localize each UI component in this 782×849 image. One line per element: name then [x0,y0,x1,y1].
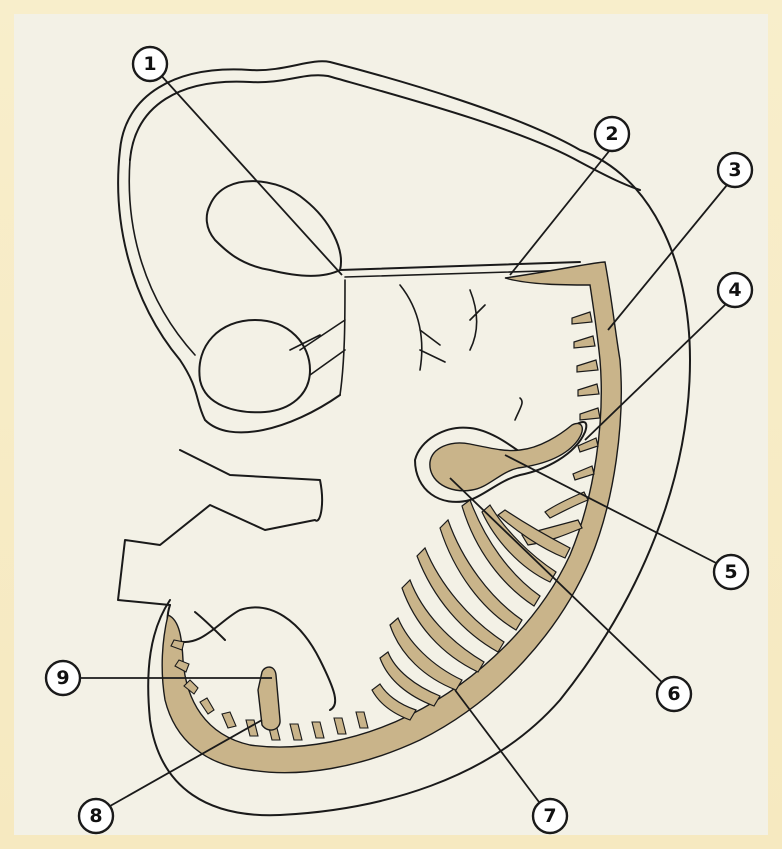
leader-2 [510,150,610,275]
leader-1 [158,72,342,275]
marker-1: 1 [133,47,167,81]
marker-7-label: 7 [543,805,556,827]
face-outline [118,150,340,432]
marker-9-label: 9 [56,667,69,689]
marker-8-label: 8 [89,805,102,827]
neural-tube-line [340,262,580,270]
marker-5: 5 [714,555,748,589]
somites-upper [572,312,600,480]
marker-5-label: 5 [724,561,737,583]
marker-2: 2 [595,117,629,151]
leader-3 [608,185,727,330]
marker-6: 6 [657,677,691,711]
leader-7 [455,690,545,810]
nerve-branches [290,280,485,395]
marker-7: 7 [533,799,567,833]
marker-6-label: 6 [667,683,680,705]
marker-4: 4 [718,273,752,307]
forebrain-outline [207,181,341,276]
marker-3-label: 3 [728,159,741,181]
tail-outline [168,605,336,710]
marker-3: 3 [718,153,752,187]
marker-4-label: 4 [728,279,741,301]
marker-2-label: 2 [605,123,618,145]
head-outline [130,75,640,190]
jaw-outline [118,450,322,605]
marker-1-label: 1 [143,53,156,75]
midbrain-outline [199,320,310,412]
marker-8: 8 [79,799,113,833]
marker-9: 9 [46,661,80,695]
